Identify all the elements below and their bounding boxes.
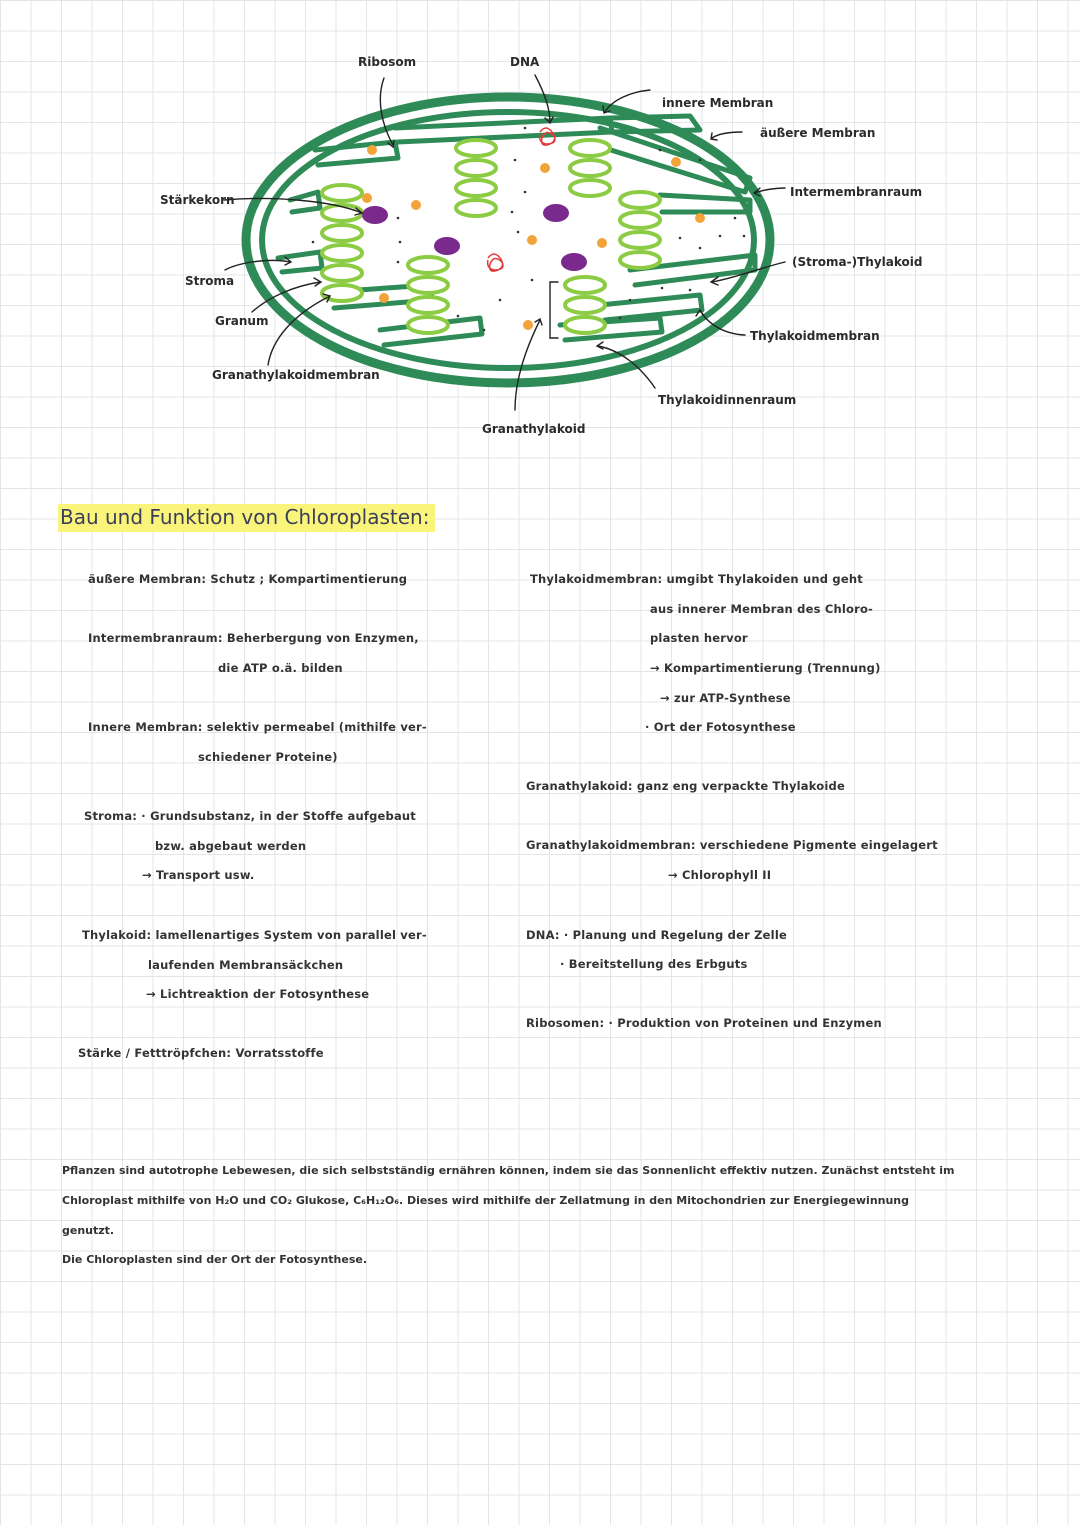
note-thylakoidmembran-1: Thylakoidmembran: umgibt Thylakoiden und… <box>530 572 863 586</box>
note-thylakoid-2: laufenden Membransäckchen <box>148 958 344 972</box>
note-thylakoidmembran-2: aus innerer Membran des Chloro- <box>650 602 874 616</box>
note-dna-1: DNA: · Planung und Regelung der Zelle <box>526 928 787 942</box>
label-thylakoidmembran: Thylakoidmembran <box>750 329 880 343</box>
ribosomes <box>362 145 705 330</box>
note-granathylakoidmembran-2: → Chlorophyll II <box>668 868 772 882</box>
note-thylakoid-1: Thylakoid: lamellenartiges System von pa… <box>82 928 427 942</box>
label-dna: DNA <box>510 55 540 69</box>
label-granathylakoidmembran: Granathylakoidmembran <box>212 368 380 382</box>
note-intermembranraum-2: die ATP o.ä. bilden <box>218 661 343 675</box>
note-stroma-2: bzw. abgebaut werden <box>155 839 307 853</box>
note-dna-2: · Bereitstellung des Erbguts <box>560 957 748 971</box>
summary-line-1: Pflanzen sind autotrophe Lebewesen, die … <box>62 1164 955 1177</box>
label-stroma-thylakoid: (Stroma-)Thylakoid <box>792 255 922 269</box>
label-thylakoidinnenraum: Thylakoidinnenraum <box>658 393 796 407</box>
starch-grains <box>362 204 587 271</box>
summary-line-2: Chloroplast mithilfe von H₂O und CO₂ Glu… <box>62 1194 910 1207</box>
label-granathylakoid: Granathylakoid <box>482 422 585 436</box>
label-staerkekorn: Stärkekorn <box>160 193 235 207</box>
note-stroma-1: Stroma: · Grundsubstanz, in der Stoffe a… <box>84 809 416 823</box>
note-granathylakoid: Granathylakoid: ganz eng verpackte Thyla… <box>526 779 845 793</box>
note-staerke: Stärke / Fetttröpfchen: Vorratsstoffe <box>78 1046 324 1060</box>
note-aeussere-membran: äußere Membran: Schutz ; Kompartimentier… <box>88 572 408 586</box>
label-aeussere-membran: äußere Membran <box>760 126 875 140</box>
note-thylakoidmembran-5: → zur ATP-Synthese <box>660 691 791 705</box>
dna-strands <box>486 127 556 272</box>
note-granathylakoidmembran-1: Granathylakoidmembran: verschiedene Pigm… <box>526 838 938 852</box>
note-thylakoidmembran-4: → Kompartimentierung (Trennung) <box>650 661 881 675</box>
inner-membrane <box>259 109 757 371</box>
outer-membrane <box>241 92 775 388</box>
note-stroma-3: → Transport usw. <box>142 868 255 882</box>
summary-line-4: Die Chloroplasten sind der Ort der Fotos… <box>62 1253 368 1266</box>
label-innere-membran: innere Membran <box>662 96 773 110</box>
note-intermembranraum-1: Intermembranraum: Beherbergung von Enzym… <box>88 631 419 645</box>
summary-line-3: genutzt. <box>62 1224 115 1237</box>
note-thylakoid-3: → Lichtreaktion der Fotosynthese <box>146 987 370 1001</box>
label-arrows <box>223 74 786 411</box>
label-granum: Granum <box>215 314 268 328</box>
grana-stacks <box>320 138 662 335</box>
note-ribosomen: Ribosomen: · Produktion von Proteinen un… <box>526 1016 882 1030</box>
label-ribosom: Ribosom <box>358 55 416 69</box>
chloroplast-diagram: Ribosom DNA innere Membran äußere Membra… <box>160 55 922 436</box>
note-thylakoidmembran-3: plasten hervor <box>650 631 748 645</box>
note-thylakoidmembran-6: · Ort der Fotosynthese <box>645 720 796 734</box>
page-title: Bau und Funktion von Chloroplasten: <box>58 504 436 532</box>
note-innere-membran-2: schiedener Proteine) <box>198 750 338 764</box>
note-innere-membran-1: Innere Membran: selektiv permeabel (mith… <box>88 720 427 734</box>
label-stroma: Stroma <box>185 274 234 288</box>
stroma-dots <box>311 126 746 332</box>
label-intermembranraum: Intermembranraum <box>790 185 922 199</box>
